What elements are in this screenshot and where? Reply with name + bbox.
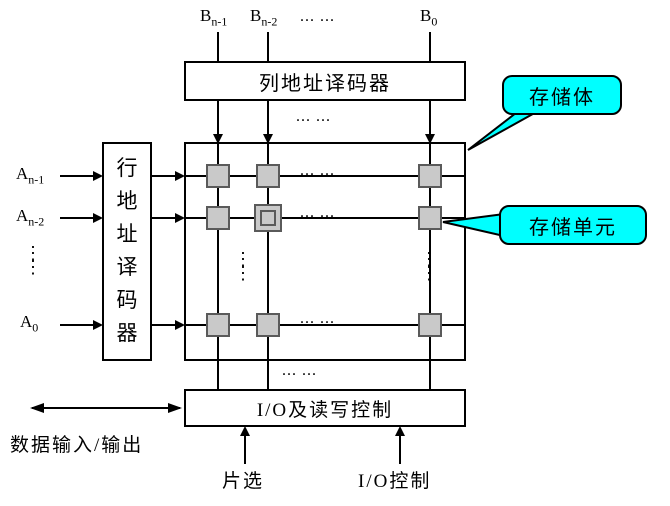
dots-col-left: ⋮⋮ <box>234 249 252 283</box>
memory-cell <box>256 313 280 337</box>
dots-array-io: ... ... <box>282 362 317 379</box>
addr-label-a-next: An-2 <box>16 206 45 229</box>
row-decoder-box <box>102 142 152 361</box>
bit-label-b-low: B0 <box>420 6 438 29</box>
column-decoder-label: 列地址译码器 <box>259 72 391 95</box>
memory-cell <box>256 164 280 188</box>
bit-label-b-high: Bn-1 <box>200 6 228 29</box>
dots-address-left: ⋮⋮ <box>24 243 42 277</box>
array-io-lines <box>217 360 431 390</box>
dots-row3: ... ... <box>300 310 335 327</box>
dots-col-right: ⋮⋮ <box>420 249 438 283</box>
addr-label-a-high: An-1 <box>16 164 45 187</box>
memory-cell <box>418 313 442 337</box>
column-decoder-box <box>184 61 466 101</box>
row-address-arrows <box>60 171 103 330</box>
callout-memory-bank <box>467 75 622 151</box>
bit-input-lines <box>217 32 431 62</box>
row-decoder-label: 行地址译码器 <box>116 156 138 345</box>
dots-row2: ... ... <box>300 204 335 221</box>
memory-cells <box>206 164 442 337</box>
io-control-label: I/O控制 <box>358 471 432 492</box>
dots-top: ... ... <box>300 8 335 25</box>
data-io-label: 数据输入/输出 <box>10 435 144 456</box>
chip-select-label: 片选 <box>222 471 265 492</box>
memory-cell-selected-inner <box>260 210 276 226</box>
dots-decoder-array: ... ... <box>296 108 331 125</box>
callout-memory-cell <box>442 205 647 245</box>
memory-cell <box>206 206 230 230</box>
control-input-arrows <box>240 426 405 464</box>
column-select-arrows <box>213 100 435 144</box>
dots-row1: ... ... <box>300 162 335 179</box>
row-select-arrows <box>151 171 185 330</box>
data-io-arrow <box>30 403 182 413</box>
memory-bank-callout-label: 存储体 <box>529 86 595 109</box>
memory-cell <box>206 164 230 188</box>
memory-cell-callout-label: 存储单元 <box>529 216 617 239</box>
bit-label-b-next: Bn-2 <box>250 6 278 29</box>
io-control-box-label: I/O及读写控制 <box>256 399 394 421</box>
addr-label-a-low: A0 <box>20 312 39 335</box>
memory-cell <box>206 313 230 337</box>
io-control-box <box>184 389 466 427</box>
memory-cell <box>418 206 442 230</box>
memory-cell <box>418 164 442 188</box>
